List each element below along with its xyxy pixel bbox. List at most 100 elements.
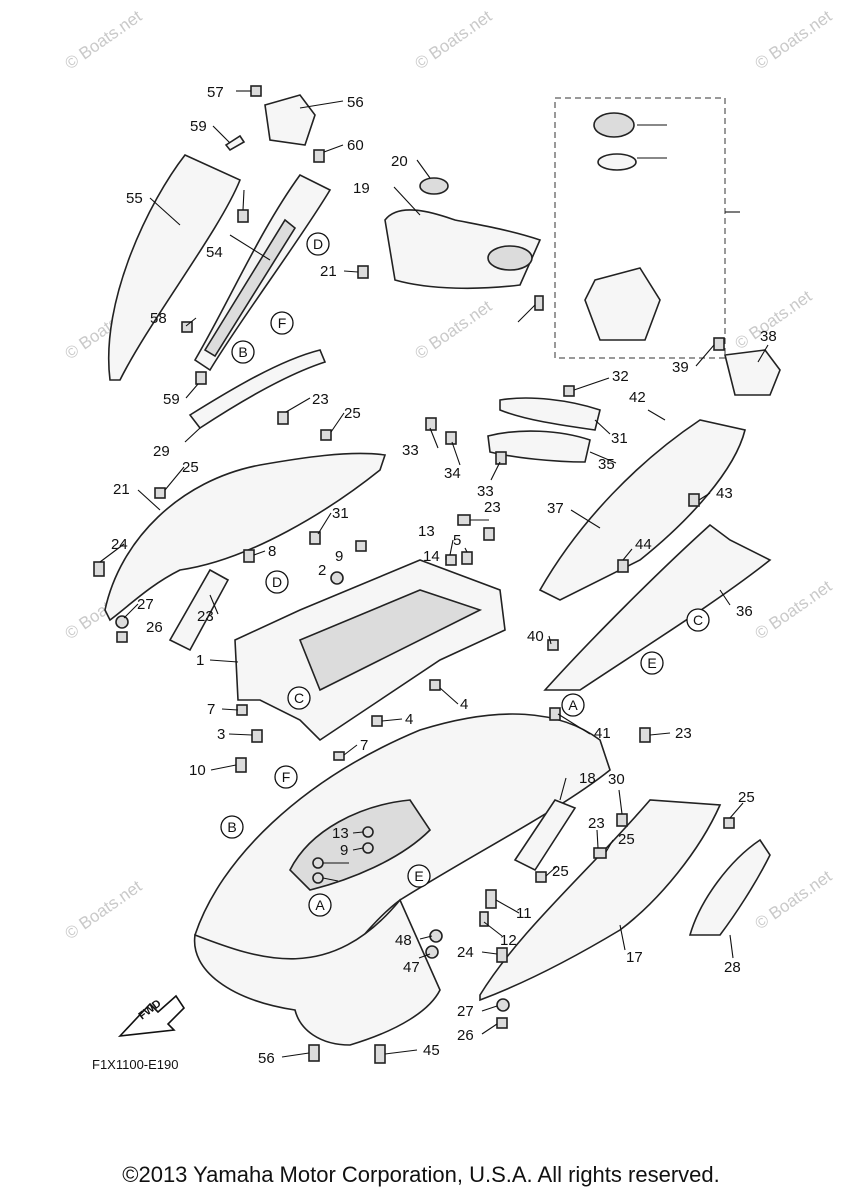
callout-label: 25 (618, 831, 635, 848)
panel-21 (513, 799, 577, 872)
ref-letter: D (313, 236, 323, 252)
cup-holder (487, 245, 533, 271)
bolt-24 (93, 561, 105, 577)
hinge-34 (445, 431, 457, 445)
copyright-text: ©2013 Yamaha Motor Corporation, U.S.A. A… (122, 1162, 720, 1187)
part-callouts: 57 56 59 60 20 19 55 54 21 58 59 29 23 2… (111, 84, 777, 1067)
callout-label: 44 (635, 536, 652, 553)
callout-label: 56 (347, 94, 364, 111)
bolt-23 (457, 514, 471, 526)
nut-9 (362, 842, 374, 854)
ref-marker (265, 570, 289, 594)
callout-label: 23 (588, 815, 605, 832)
nut-25 (535, 871, 547, 883)
clip-7 (236, 704, 248, 716)
watermark-text: © Boats.net (411, 6, 495, 73)
callout-label: 24 (457, 944, 474, 961)
callout-label: 8 (268, 543, 276, 560)
nut-32 (563, 385, 575, 397)
callout-label: 60 (347, 137, 364, 154)
side-panel-19 (479, 799, 722, 1002)
callout-label: 59 (163, 391, 180, 408)
deck-frame-inner (298, 589, 483, 692)
callout-label: 2 (318, 562, 326, 579)
bolt-44 (617, 559, 629, 573)
callout-label: 33 (402, 442, 419, 459)
clip-14 (445, 554, 457, 566)
callout-label: 48 (395, 932, 412, 949)
callout-label: 26 (457, 1027, 474, 1044)
ref-marker (220, 815, 244, 839)
callout-label: 14 (423, 548, 440, 565)
ref-letter: E (414, 868, 423, 884)
bolt-55 (237, 209, 249, 223)
bolt-30 (616, 813, 628, 827)
callout-label: 9 (335, 548, 343, 565)
callout-label: 10 (189, 762, 206, 779)
callout-label: 11 (516, 905, 532, 922)
callout-label: 4 (405, 711, 413, 728)
nut-56 (312, 872, 324, 884)
side-cover-37 (538, 419, 746, 601)
callout-label: 32 (612, 368, 629, 385)
nut-25 (154, 487, 166, 499)
callout-label: 13 (418, 523, 435, 540)
cover-35 (487, 430, 591, 463)
ref-letter: B (227, 819, 236, 835)
diagram-code: F1X1100-E190 (92, 1057, 179, 1072)
ref-letter: F (282, 769, 291, 785)
callout-label: 17 (626, 949, 643, 966)
ref-letter: D (272, 574, 282, 590)
callout-label: 56 (258, 1050, 275, 1067)
clip-12 (485, 889, 497, 909)
nut-26 (496, 1017, 508, 1029)
cap-17 (419, 177, 449, 195)
ref-marker (270, 311, 294, 335)
callout-label: 27 (457, 1003, 474, 1020)
ref-marker (640, 651, 664, 675)
bolt-52 (195, 371, 207, 385)
callout-label: 23 (675, 725, 692, 742)
nut-25 (320, 429, 332, 441)
callout-label: 7 (360, 737, 368, 754)
callout-label: 37 (547, 500, 564, 517)
clip-40 (547, 639, 559, 651)
callout-label: 54 (206, 244, 223, 261)
callout-label: 30 (608, 771, 625, 788)
callout-label: 25 (182, 459, 199, 476)
watermark-text: © Boats.net (61, 6, 145, 73)
callout-label: 41 (594, 725, 611, 742)
callout-label: 55 (126, 190, 143, 207)
ref-letter: F (278, 315, 287, 331)
callout-label: 38 (760, 328, 777, 345)
callout-label: 29 (153, 443, 170, 460)
callout-label: 23 (197, 608, 214, 625)
bolt-8 (243, 549, 255, 563)
watermark-text: © Boats.net (751, 576, 835, 643)
callout-label: 26 (146, 619, 163, 636)
bolt-23 (639, 727, 651, 743)
callout-label: 9 (340, 842, 348, 859)
bracket-49 (264, 94, 316, 146)
callout-label: 18 (579, 770, 596, 787)
bolt-18 (357, 265, 369, 279)
bolt-43 (374, 1044, 386, 1064)
nut-25 (723, 817, 735, 829)
callout-label: 31 (332, 505, 349, 522)
mirror-panel-28 (688, 838, 771, 936)
clip-7 (333, 751, 345, 761)
clip-6 (355, 540, 367, 552)
ref-marker (686, 608, 710, 632)
sticker-53 (224, 134, 246, 152)
bolt-23 (593, 847, 607, 859)
watermark-text: © Boats.net (751, 6, 835, 73)
pin-13 (479, 911, 489, 927)
nut-45 (425, 945, 439, 959)
callout-label: 34 (444, 465, 461, 482)
ref-marker (231, 340, 255, 364)
side-cover-48 (108, 154, 242, 381)
reference-markers: D F B D C C E A F B E A (220, 232, 710, 917)
grab-handle-29 (188, 349, 327, 430)
bolt-23 (483, 527, 495, 541)
o-ring-60 (597, 153, 637, 171)
